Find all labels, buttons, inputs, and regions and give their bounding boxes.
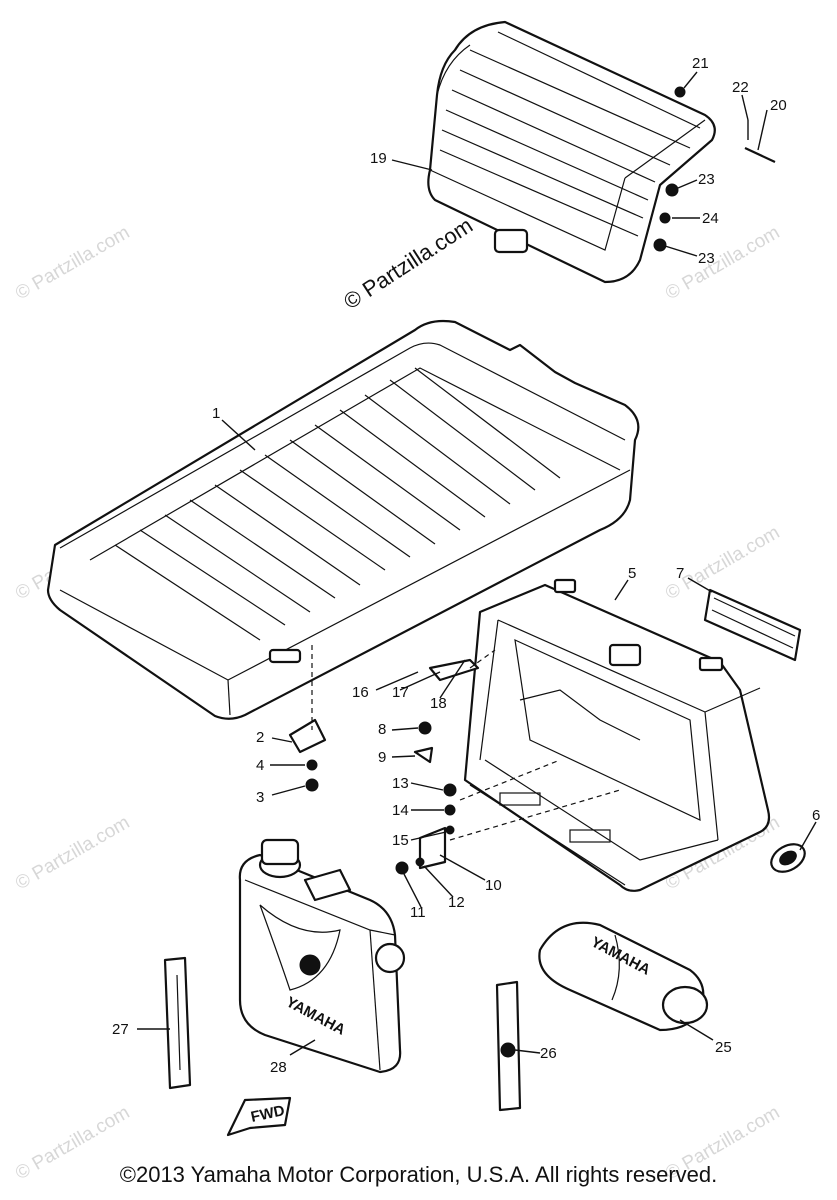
fwd-arrow-label: FWD	[249, 1102, 286, 1126]
fwd-arrow: FWD	[226, 1096, 292, 1137]
callout-17: 17	[392, 684, 409, 701]
callout-22: 22	[732, 79, 749, 96]
part-26-fuel-tank: YAMAHA	[238, 838, 406, 1074]
copyright-notice: ©2013 Yamaha Motor Corporation, U.S.A. A…	[119, 1162, 718, 1187]
part-28-strap	[495, 980, 522, 1112]
callout-11: 11	[410, 904, 426, 921]
callout-28: 28	[270, 1059, 287, 1076]
callout-5: 5	[628, 565, 636, 582]
callout-7: 7	[676, 565, 684, 582]
callout-20: 20	[770, 97, 787, 114]
callout-13: 13	[392, 775, 409, 792]
leader-lines	[137, 71, 817, 1056]
callout-9: 9	[378, 749, 386, 766]
seat-stitching	[114, 367, 561, 641]
part-19-back-rest	[427, 20, 716, 284]
callout-23: 23	[698, 171, 715, 188]
callout-group: 1 2 3 4 5 6 7 8 9 10 11 12 13 14 15 16 1…	[112, 55, 820, 1076]
callout-1: 1	[212, 405, 220, 422]
watermark: © Partzilla.com	[12, 812, 133, 894]
callout-18: 18	[430, 695, 447, 712]
callout-27: 27	[112, 1021, 129, 1038]
watermark-center: © Partzilla.com	[339, 212, 477, 314]
callout-26: 26	[540, 1045, 557, 1062]
callout-2: 2	[256, 729, 264, 746]
callout-6: 6	[812, 807, 820, 824]
callout-19: 19	[370, 150, 387, 167]
callout-23b: 23	[698, 250, 715, 267]
part-6-grommet	[770, 843, 806, 873]
callout-3: 3	[256, 789, 264, 806]
callout-10: 10	[485, 877, 502, 894]
watermark: © Partzilla.com	[662, 522, 783, 604]
callout-21: 21	[692, 55, 709, 72]
assembly-lines	[311, 645, 621, 841]
watermark: © Partzilla.com	[12, 222, 133, 304]
part-7-strip	[703, 588, 802, 662]
callout-15: 15	[392, 832, 409, 849]
back-rest-stitching	[439, 31, 701, 237]
part-27-strap	[163, 956, 192, 1090]
callout-24: 24	[702, 210, 719, 227]
watermark: © Partzilla.com	[662, 222, 783, 304]
small-hardware	[288, 86, 776, 875]
callout-12: 12	[448, 894, 465, 911]
part-5-storage-box	[463, 578, 771, 892]
callout-25: 25	[715, 1039, 732, 1056]
callout-4: 4	[256, 757, 264, 774]
callout-16: 16	[352, 684, 369, 701]
callout-14: 14	[392, 802, 409, 819]
part-1-seat	[46, 319, 640, 720]
part-25-tool-bag: YAMAHA	[538, 921, 709, 1032]
callout-8: 8	[378, 721, 386, 738]
